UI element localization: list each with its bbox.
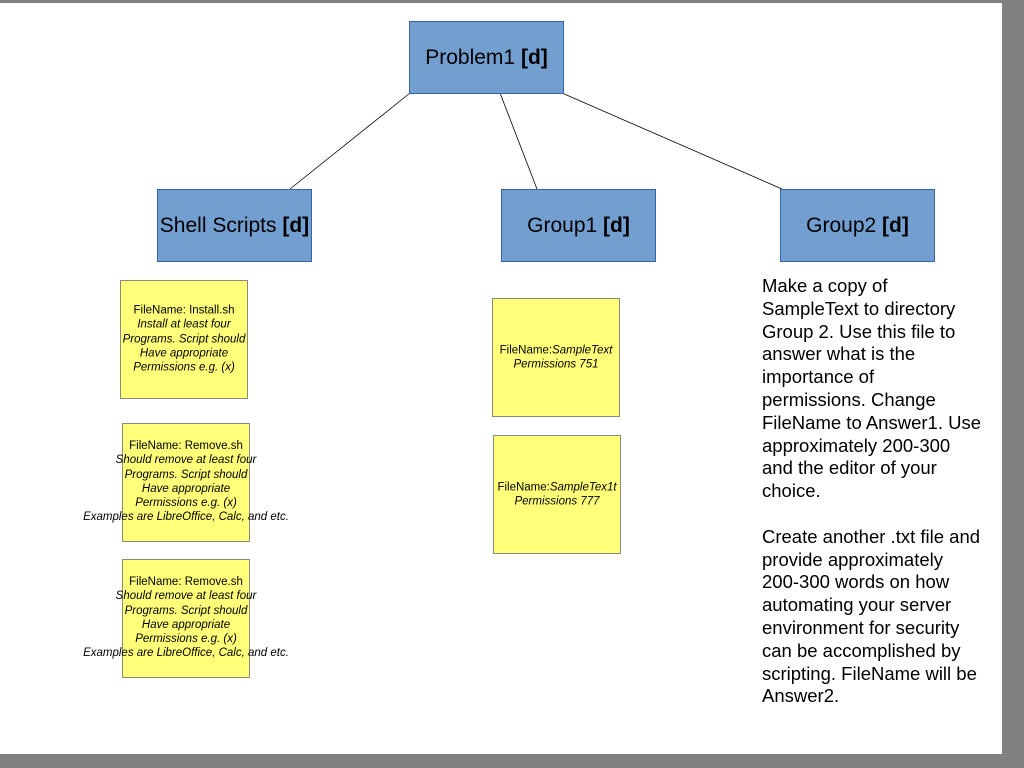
node-shell-scripts[interactable]: Shell Scripts [d] <box>157 189 312 262</box>
connector-root-group2 <box>561 92 783 190</box>
group2-title: Group2 <box>806 213 877 237</box>
connector-root-shell <box>289 92 411 190</box>
note-line: Permissions e.g. (x) <box>135 497 237 510</box>
note-line: Should remove at least four <box>115 590 257 603</box>
note-line: Install at least four <box>137 318 231 331</box>
note-install-sh-text: FileName: Install.sh Install at least fo… <box>123 303 246 374</box>
group1-title: Group1 <box>527 213 598 237</box>
root-node-problem1[interactable]: Problem1 [d] <box>409 21 564 94</box>
note-remove-sh-1-text: FileName: Remove.sh Should remove at lea… <box>83 439 289 525</box>
shell-scripts-label: Shell Scripts [d] <box>158 214 311 238</box>
note-line: Have appropriate <box>139 347 229 360</box>
shell-scripts-tag: [d] <box>282 213 310 237</box>
note-install-sh[interactable] <box>120 280 248 399</box>
note-remove-sh-1[interactable] <box>122 423 250 542</box>
note-filename-prefix: FileName: <box>497 481 550 494</box>
note-remove-sh-2[interactable] <box>122 559 250 678</box>
note-permissions: Permissions 751 <box>513 359 599 371</box>
note-filename: FileName: Remove.sh <box>129 576 243 589</box>
group2-instructions-para1: Make a copy of SampleText to directory G… <box>762 275 982 502</box>
connector-root-group1 <box>499 92 538 190</box>
note-line: Have appropriate <box>141 483 231 495</box>
note-filename-value: SampleTex1t <box>549 481 617 494</box>
root-node-title: Problem1 <box>425 45 516 69</box>
note-line: Examples are LibreOffice, Calc, and etc. <box>83 647 289 660</box>
root-node-tag: [d] <box>520 45 548 69</box>
node-group2[interactable]: Group2 [d] <box>780 189 935 262</box>
note-line: Have appropriate <box>141 619 231 631</box>
diagram-canvas: Problem1 [d] Shell Scripts [d] Group1 [d… <box>0 3 1002 754</box>
root-node-label: Problem1 [d] <box>410 46 563 70</box>
note-filename: FileName: Install.sh <box>133 304 235 317</box>
note-filename: FileName: Remove.sh <box>129 440 243 453</box>
note-sampletex1t-text: FileName:SampleTex1t Permissions 777 <box>497 481 616 510</box>
group2-instructions: Make a copy of SampleText to directory G… <box>762 275 982 708</box>
note-filename-prefix: FileName: <box>499 344 553 357</box>
note-remove-sh-2-text: FileName: Remove.sh Should remove at lea… <box>83 575 289 661</box>
note-line: Programs. Script should <box>124 604 248 617</box>
group2-label: Group2 [d] <box>781 214 934 238</box>
note-line: Permissions e.g. (x) <box>135 633 237 646</box>
group1-tag: [d] <box>603 213 630 237</box>
shell-scripts-title: Shell Scripts <box>159 213 277 237</box>
group2-tag: [d] <box>882 213 909 237</box>
note-permissions: Permissions 777 <box>514 496 600 508</box>
node-group1[interactable]: Group1 [d] <box>501 189 656 262</box>
connector-lines <box>289 92 783 190</box>
note-line: Permissions e.g. (x) <box>133 361 235 374</box>
note-sampletext[interactable] <box>492 298 620 417</box>
note-line: Examples are LibreOffice, Calc, and etc. <box>83 511 289 524</box>
group1-label: Group1 [d] <box>502 214 655 238</box>
note-sampletex1t[interactable] <box>493 435 621 554</box>
note-filename-value: SampleText <box>552 344 613 357</box>
note-line: Should remove at least four <box>115 454 257 467</box>
group2-instructions-para2: Create another .txt file and provide app… <box>762 525 981 707</box>
note-sampletext-text: FileName:SampleText Permissions 751 <box>500 344 613 373</box>
note-line: Programs. Script should <box>124 468 248 481</box>
note-line: Programs. Script should <box>122 332 246 345</box>
